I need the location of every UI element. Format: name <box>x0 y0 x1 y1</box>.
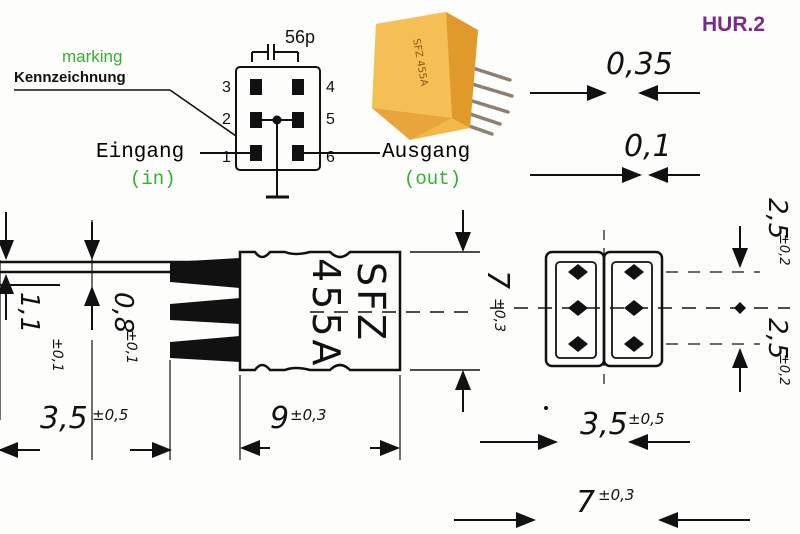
dim-pin-length: 3,5 <box>40 401 88 436</box>
output-label-de: Ausgang <box>382 141 471 164</box>
dim-pitch-top-tol: ±0,2 <box>776 234 791 266</box>
dim-height: 7 <box>480 270 515 290</box>
output-label-en: (out) <box>404 168 462 190</box>
component-photo <box>372 12 514 140</box>
pin-2-label: 2 <box>222 111 231 128</box>
dim-row: 3,5 <box>580 407 628 442</box>
input-label-en: (in) <box>130 168 176 190</box>
dim-row-tol: ±0,5 <box>628 410 665 428</box>
figure-id: HUR.2 <box>702 13 766 36</box>
dim-body-length: 9 <box>270 401 290 436</box>
schematic-symbol <box>14 44 380 199</box>
pin-5-label: 5 <box>326 111 335 128</box>
dim-mid: 0,1 <box>624 129 672 164</box>
dim-width-tol: ±0,3 <box>598 486 635 504</box>
pin-3-label: 3 <box>222 79 231 96</box>
pin-4-label: 4 <box>326 79 335 96</box>
capacitor-value: 56p <box>285 27 316 47</box>
dim-pitch-bottom-tol: ±0,2 <box>776 354 791 386</box>
dim-width: 7 <box>576 485 596 520</box>
dim-height-tol: ±0,3 <box>491 298 507 332</box>
dim-pin-thickness-tol: ±0,1 <box>49 338 65 372</box>
marking-label-de: Kennzeichnung <box>14 69 126 86</box>
body-marking-line2: 455A <box>304 258 348 369</box>
marking-label-en: marking <box>62 47 123 66</box>
pin-1-label: 1 <box>222 149 231 166</box>
body-marking-line1: SFZ <box>349 262 393 344</box>
pin-6-label: 6 <box>326 149 335 166</box>
dim-pin-length-tol: ±0,5 <box>92 406 129 424</box>
dim-pin-width: 0,8 <box>108 292 138 334</box>
dim-body-length-tol: ±0,3 <box>290 406 327 424</box>
dim-top: 0,35 <box>606 47 673 82</box>
dim-pin-thickness: 1,1 <box>14 292 44 334</box>
input-label-de: Eingang <box>96 141 185 164</box>
side-view <box>0 210 480 460</box>
end-view <box>454 85 790 528</box>
dim-pin-width-tol: ±0,1 <box>123 330 139 364</box>
